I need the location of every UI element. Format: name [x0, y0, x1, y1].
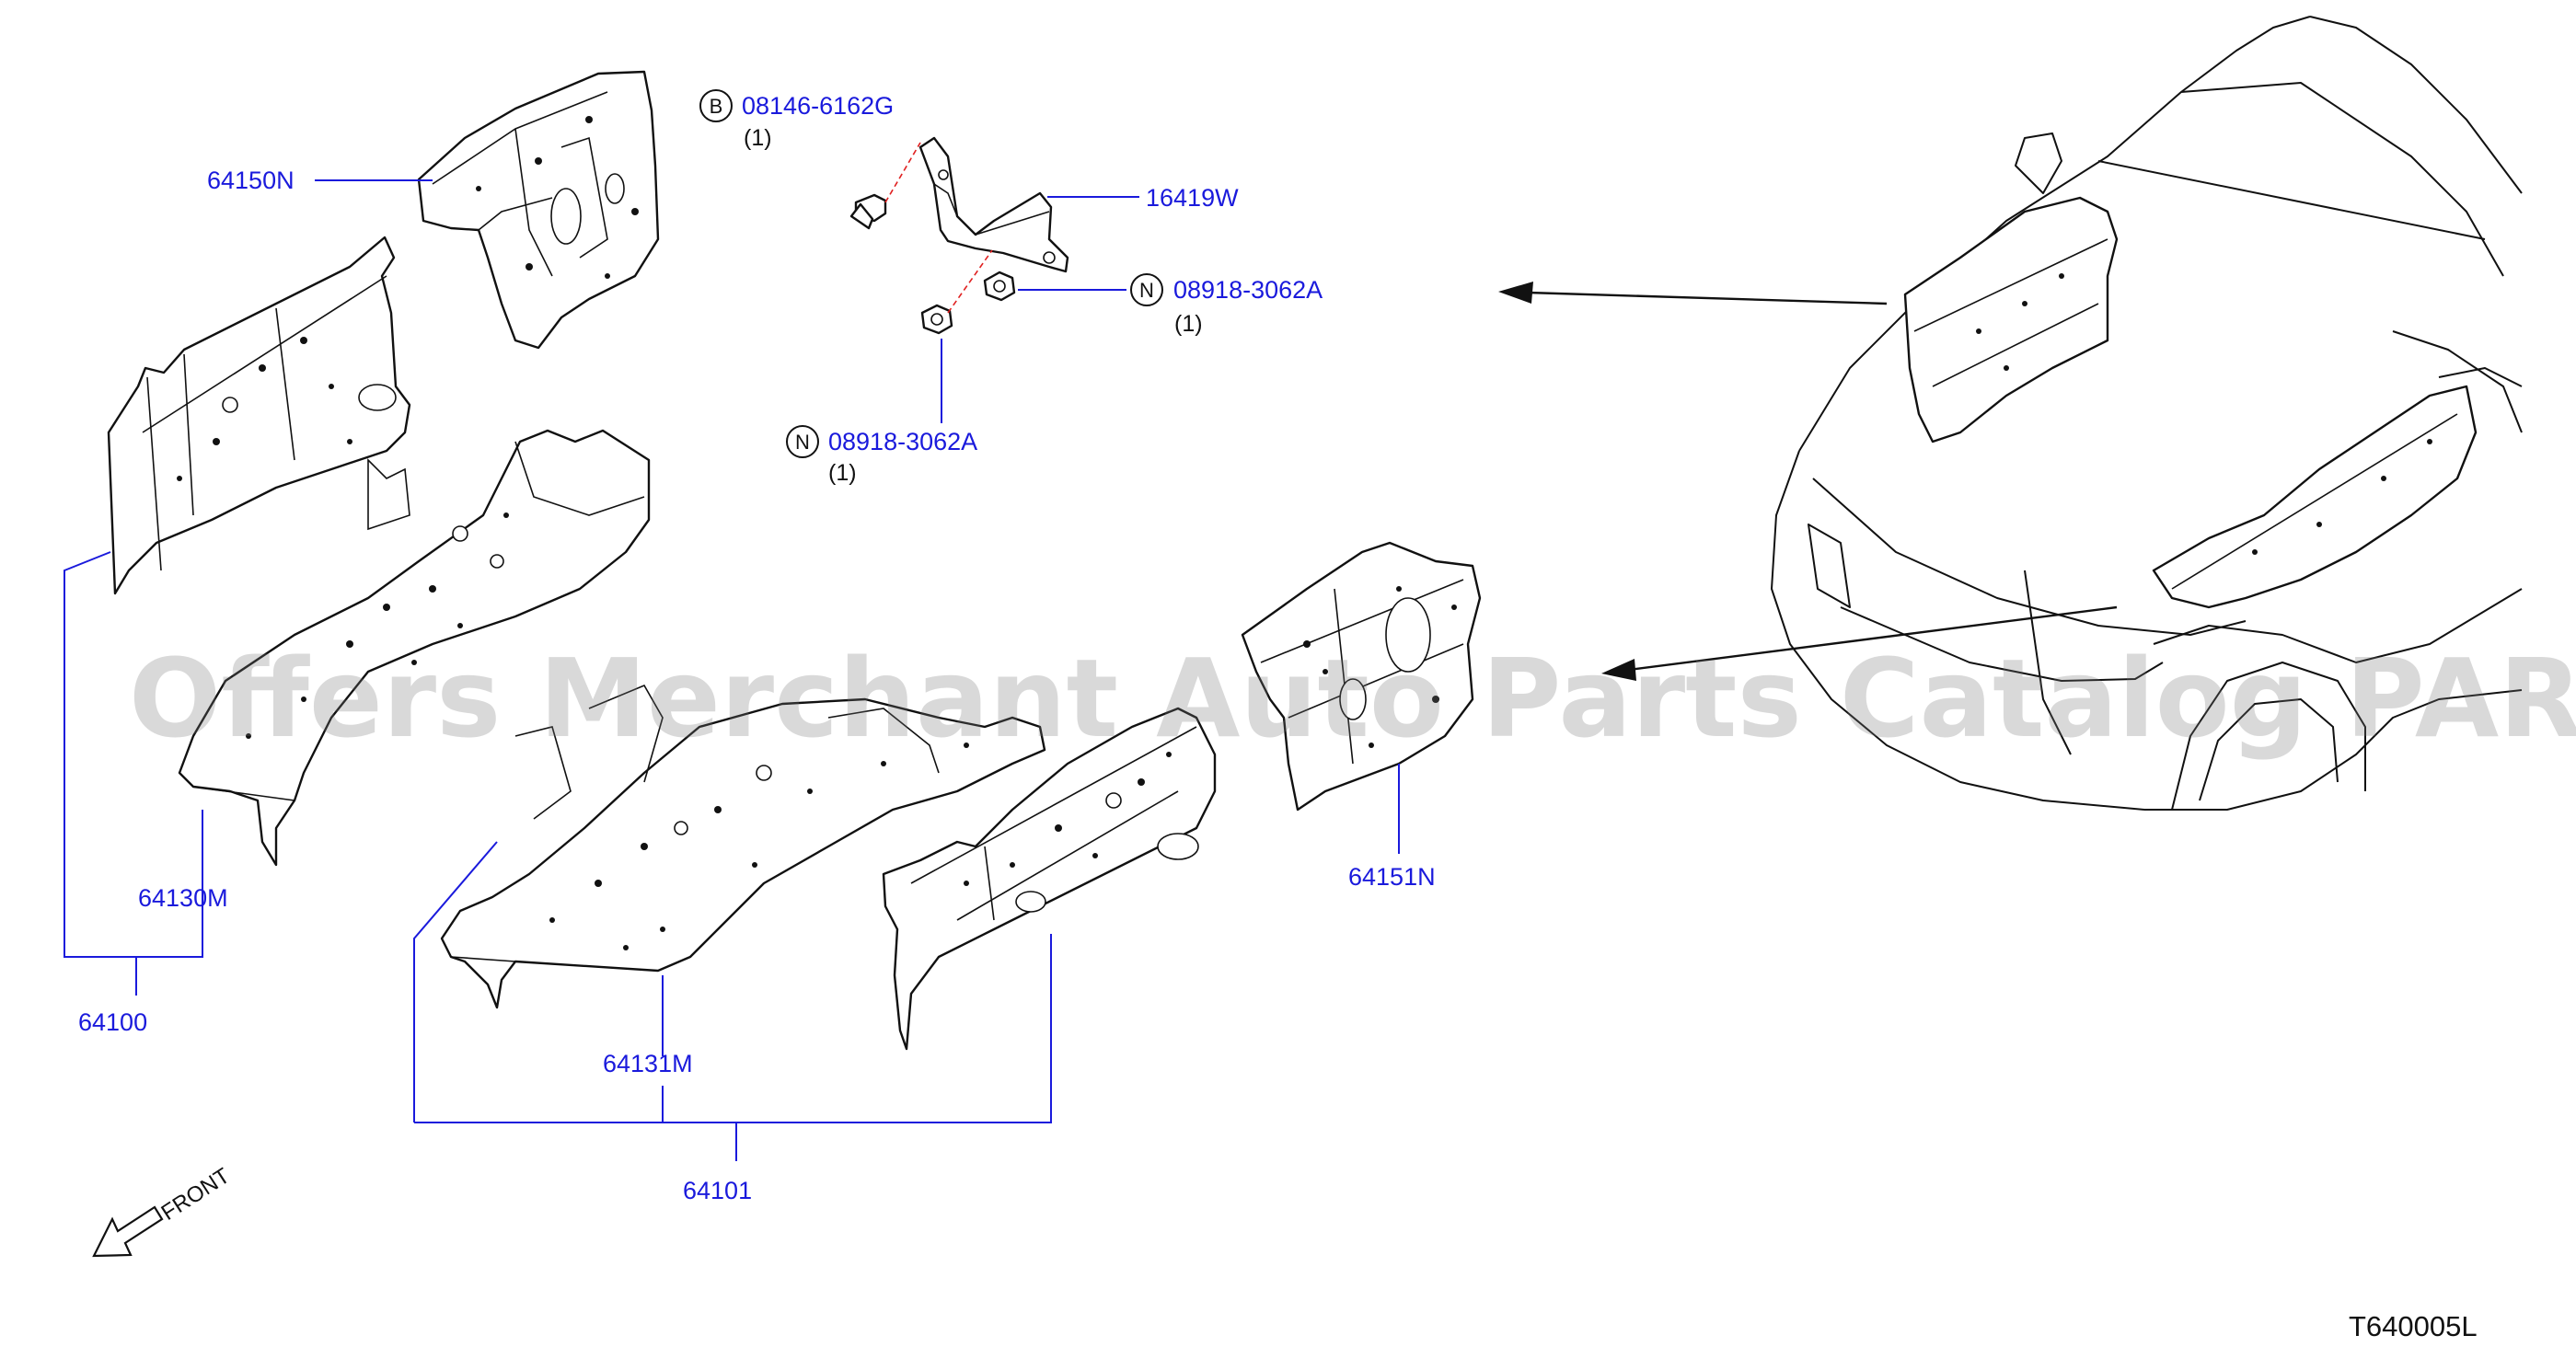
front-label: FRONT [157, 1163, 235, 1226]
fastener-cluster-drawing [849, 136, 1069, 335]
label-16419w[interactable]: 16419W [1146, 184, 1239, 212]
badge-n-upper [1130, 273, 1163, 306]
label-64150n[interactable]: 64150N [207, 167, 295, 194]
label-64101[interactable]: 64101 [683, 1177, 752, 1204]
label-08918-3062a-upper[interactable]: 08918-3062A [1173, 276, 1323, 304]
badge-b [699, 89, 733, 122]
vehicle-reference-drawing [1771, 16, 2523, 811]
front-indicator: FRONT [92, 1163, 235, 1258]
direction-arrows [1498, 282, 2118, 681]
label-64151n[interactable]: 64151N [1348, 863, 1436, 891]
qty-08918-3062a-upper: (1) [1174, 311, 1203, 337]
callout-fastener-n-upper: N 08918-3062A (1) [1130, 273, 1323, 337]
label-64100[interactable]: 64100 [78, 1008, 147, 1036]
part-64130m-drawing [107, 236, 651, 867]
label-64131m[interactable]: 64131M [603, 1050, 693, 1077]
badge-b-letter: B [710, 95, 723, 118]
part-64151n-drawing [1241, 541, 1482, 812]
callout-fastener-b: B 08146-6162G (1) [699, 89, 894, 151]
badge-n-upper-letter: N [1139, 279, 1154, 302]
leader-lines [64, 179, 1400, 1161]
label-08918-3062a-lower[interactable]: 08918-3062A [828, 428, 977, 455]
label-64130m[interactable]: 64130M [138, 884, 228, 912]
figure-code: T640005L [2349, 1310, 2478, 1342]
qty-08918-3062a-lower: (1) [828, 460, 857, 486]
part-64131m-drawing [440, 684, 1046, 1009]
callout-fastener-n-lower: N 08918-3062A (1) [786, 425, 977, 486]
badge-n-lower [786, 425, 819, 458]
watermark: Offers Merchant Auto Parts Catalog PARTS… [129, 635, 2576, 762]
part-64150n-drawing [417, 70, 660, 350]
part-64101-apron-drawing [882, 707, 1217, 1051]
front-arrow-icon [92, 1205, 164, 1258]
qty-08146-6162g: (1) [744, 125, 772, 151]
badge-n-lower-letter: N [795, 431, 810, 454]
label-08146-6162g[interactable]: 08146-6162G [742, 92, 894, 120]
